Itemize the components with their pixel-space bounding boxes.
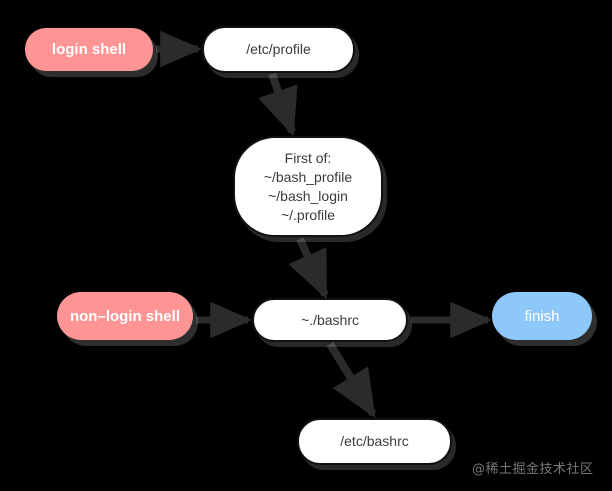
node-login-shell[interactable]: login shell bbox=[25, 28, 153, 71]
node-first-of-label: First of: ~/bash_profile ~/bash_login ~/… bbox=[263, 149, 353, 223]
node-finish[interactable]: finish bbox=[492, 292, 592, 340]
node-first-of[interactable]: First of: ~/bash_profile ~/bash_login ~/… bbox=[233, 136, 383, 237]
node-finish-label: finish bbox=[524, 307, 560, 325]
node-etc-bashrc[interactable]: /etc/bashrc bbox=[297, 418, 452, 465]
watermark: @稀土掘金技术社区 bbox=[472, 462, 594, 477]
edge-bashrc-to-etc-bashrc bbox=[326, 341, 377, 419]
node-bashrc-label: ~./bashrc bbox=[301, 311, 359, 328]
node-login-shell-label: login shell bbox=[51, 41, 127, 58]
edge-firstof-to-bashrc bbox=[288, 237, 329, 300]
node-etc-bashrc-label: /etc/bashrc bbox=[340, 433, 409, 449]
node-etc-profile-label: /etc/profile bbox=[246, 41, 311, 57]
node-non-login-shell[interactable]: non–login shell bbox=[57, 292, 193, 340]
node-bashrc[interactable]: ~./bashrc bbox=[252, 298, 408, 342]
node-non-login-shell-label: non–login shell bbox=[69, 307, 180, 325]
edge-profile-to-firstof bbox=[258, 72, 298, 137]
node-etc-profile[interactable]: /etc/profile bbox=[202, 26, 355, 73]
